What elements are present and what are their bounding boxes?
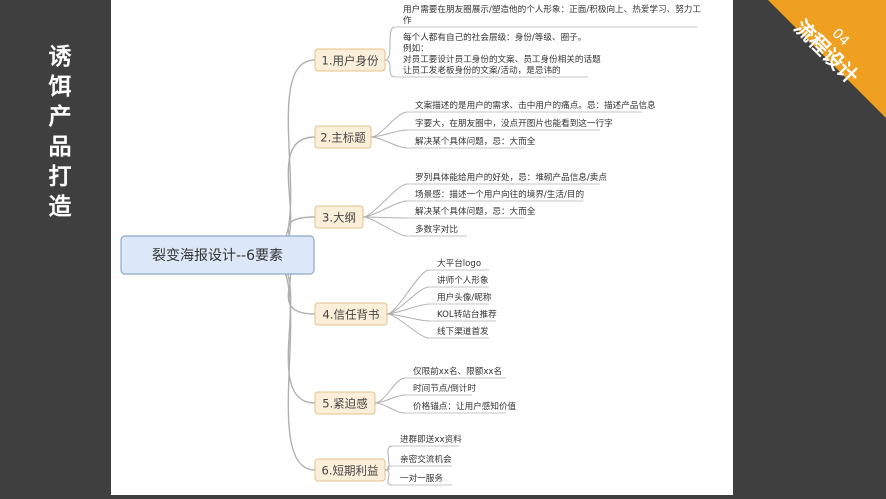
leaf-connector xyxy=(384,445,393,471)
mindmap-canvas: 1.用户身份 用户需要在朋友圈展示/塑造他的个人形象：正面/积极向上、热爱学习、努… xyxy=(111,0,733,495)
section-corner-badge: 04 流程设计 xyxy=(768,0,886,118)
leaf-connector xyxy=(386,303,430,315)
leaf-text: 罗列具体能给用户的好处，忌：堆砌产品信息/卖点 xyxy=(415,171,607,183)
leaf-connector xyxy=(386,313,430,339)
branch-label: 2.主标题 xyxy=(320,131,366,145)
leaf-text: 价格锚点：让用户感知价值 xyxy=(413,400,517,412)
mindmap-diagram: 1.用户身份 用户需要在朋友圈展示/塑造他的个人形象：正面/积极向上、热爱学习、努… xyxy=(120,3,701,486)
branch-label: 5.紧迫感 xyxy=(322,397,367,411)
leaf-text: 解决某个具体问题，忌：大而全 xyxy=(415,205,536,217)
leaf-connector xyxy=(370,136,408,149)
leaf-text: 大平台logo xyxy=(437,257,481,269)
leaf-connector xyxy=(374,377,406,404)
leaf-text: 对员工要设计员工身份的文案、员工身份相关的话题 xyxy=(403,53,601,65)
leaf-connector xyxy=(362,216,408,237)
leaf-text: 例如： xyxy=(403,42,429,54)
side-title-char: 品 xyxy=(48,134,72,160)
side-title-char: 打 xyxy=(48,164,72,190)
branch-label: 3.大纲 xyxy=(322,211,356,225)
side-title-char: 产 xyxy=(48,104,72,130)
leaf-text: 进群即送xx资料 xyxy=(400,433,462,445)
leaf-connector xyxy=(370,111,408,138)
side-title-char: 诱 xyxy=(48,44,72,70)
side-title-char: 造 xyxy=(48,194,72,220)
leaf-text: 线下渠道首发 xyxy=(437,325,489,337)
leaf-text: 每个人都有自己的社会层级：身份/等级、圈子。 xyxy=(403,31,586,43)
side-title: 诱 饵 产 品 打 造 xyxy=(40,42,80,222)
leaf-text: 场景感：描述一个用户向往的境界/生活/目的 xyxy=(415,188,584,200)
leaf-text: 作 xyxy=(403,14,412,26)
corner-triangle xyxy=(768,0,886,118)
leaf-connector xyxy=(386,286,430,315)
leaf-connector xyxy=(386,313,430,322)
leaf-text: 亲密交流机会 xyxy=(400,453,452,465)
leaf-text: 让员工发老板身份的文案/活动，是忌讳的 xyxy=(403,64,561,76)
branch-label: 1.用户身份 xyxy=(322,54,379,68)
branch-label: 6.短期利益 xyxy=(322,464,379,478)
leaf-text: KOL转站台推荐 xyxy=(437,308,497,320)
root-node xyxy=(120,235,315,275)
leaf-connector xyxy=(370,129,408,138)
leaf-text: 时间节点/倒计时 xyxy=(413,382,476,394)
leaf-text: 用户头像/昵称 xyxy=(437,291,492,303)
leaf-text: 多数字对比 xyxy=(415,223,458,235)
leaf-text: 用户需要在朋友圈展示/塑造他的个人形象：正面/积极向上、热爱学习、努力工 xyxy=(403,3,701,15)
leaf-connector xyxy=(386,269,430,315)
leaf-text: 字要大，在朋友圈中，没点开图片也能看到这一行字 xyxy=(415,117,613,129)
branch-label: 4.信任背书 xyxy=(323,308,380,322)
leaf-connector xyxy=(362,216,408,219)
leaf-text: 解决某个具体问题，忌：大而全 xyxy=(415,135,536,147)
side-title-char: 饵 xyxy=(48,74,72,100)
leaf-text: 一对一服务 xyxy=(400,472,443,484)
leaf-connector xyxy=(384,59,396,78)
leaf-connector xyxy=(374,402,406,414)
leaf-text: 文案描述的是用户的需求、击中用户的痛点。忌：描述产品信息 xyxy=(415,99,656,111)
leaf-connector xyxy=(384,26,396,61)
leaf-text: 仅限前xx名、限额xx名 xyxy=(413,365,502,377)
leaf-connector xyxy=(384,469,393,486)
root-label: 裂变海报设计--6要素 xyxy=(152,248,283,264)
leaf-connector xyxy=(362,183,408,218)
leaf-text: 讲师个人形象 xyxy=(437,274,489,286)
